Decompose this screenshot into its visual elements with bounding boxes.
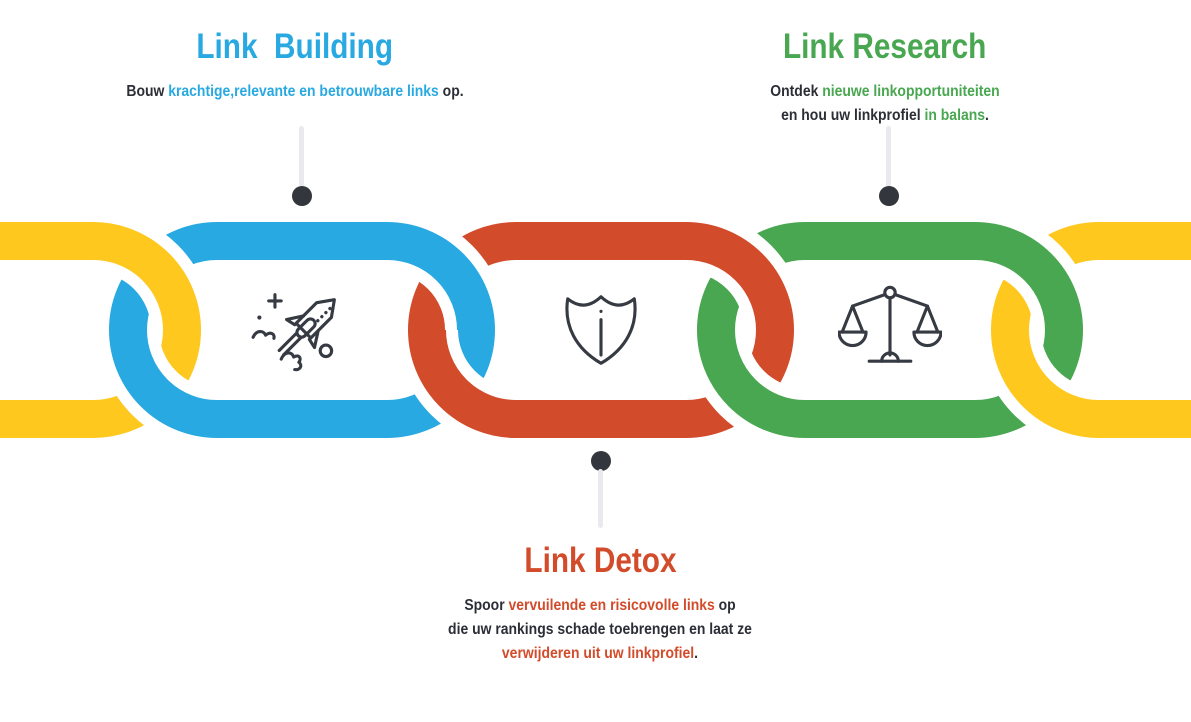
desc-text-segment: en hou uw linkprofiel — [781, 106, 925, 124]
rocket-icon — [250, 278, 354, 382]
desc-text-segment: Bouw — [126, 82, 169, 100]
section-link-building: Link Building Bouw krachtige,relevante e… — [100, 27, 490, 104]
link-research-connector-dot — [879, 186, 899, 206]
desc-text-segment: . — [984, 106, 989, 124]
ring-yellow-left-overlap — [28, 222, 201, 331]
desc-line: en hou uw linkprofiel in balans. — [710, 104, 1061, 128]
desc-line: Bouw krachtige,relevante en betrouwbare … — [120, 80, 471, 104]
link-building-title: Link Building — [196, 27, 394, 66]
desc-text-segment: nieuwe linkopportuniteiten — [822, 82, 1000, 100]
desc-line: verwijderen uit uw linkprofiel. — [425, 642, 776, 666]
link-detox-description: Spoor vervuilende en risicovolle links o… — [425, 594, 776, 666]
desc-line: Ontdek nieuwe linkopportuniteiten — [710, 80, 1061, 104]
desc-line: die uw rankings schade toebrengen en laa… — [425, 618, 776, 642]
desc-text-segment: verwijderen uit uw linkprofiel — [501, 644, 695, 662]
link-chain-graphic — [0, 222, 1191, 438]
desc-text-segment: . — [694, 644, 699, 662]
link-detox-connector-line — [598, 469, 603, 528]
desc-text-segment: vervuilende en risicovolle links — [508, 596, 715, 614]
ring-link-building-overlap — [322, 222, 495, 331]
link-research-title: Link Research — [783, 27, 987, 66]
section-link-detox: Link Detox Spoor vervuilende en risicovo… — [405, 541, 795, 666]
link-building-connector-line — [299, 126, 304, 188]
desc-text-segment: op — [714, 596, 736, 614]
ring-link-detox-overlap — [621, 222, 794, 331]
desc-text-segment: die uw rankings schade toebrengen en laa… — [448, 620, 752, 638]
desc-text-segment: Spoor — [464, 596, 509, 614]
link-building-description: Bouw krachtige,relevante en betrouwbare … — [120, 80, 471, 104]
link-detox-connector-dot — [591, 451, 611, 471]
link-research-connector-line — [886, 126, 891, 188]
link-building-connector-dot — [292, 186, 312, 206]
ring-link-research-overlap — [910, 222, 1083, 331]
section-link-research: Link Research Ontdek nieuwe linkopportun… — [690, 27, 1080, 128]
scales-icon — [838, 278, 942, 382]
ring-yellow-right — [991, 222, 1191, 438]
desc-text-segment: in balans — [924, 106, 985, 124]
desc-text-segment: Ontdek — [770, 82, 823, 100]
link-detox-title: Link Detox — [523, 541, 677, 580]
desc-text-segment: krachtige,relevante en betrouwbare links — [168, 82, 439, 100]
desc-line: Spoor vervuilende en risicovolle links o… — [425, 594, 776, 618]
shield-icon — [549, 278, 653, 382]
desc-text-segment: op. — [438, 82, 464, 100]
